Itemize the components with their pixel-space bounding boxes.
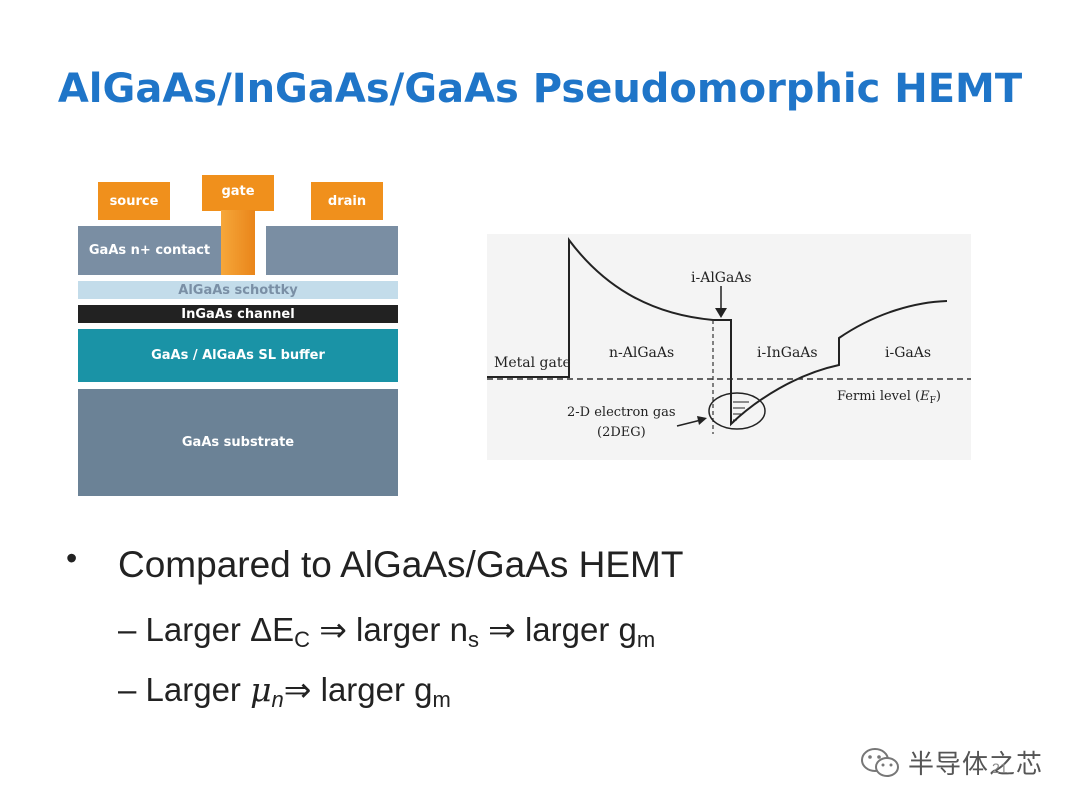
i-algaas-label: i-AlGaAs bbox=[691, 270, 752, 286]
dash: – bbox=[118, 611, 137, 648]
n-algaas-label: n-AlGaAs bbox=[609, 345, 674, 361]
gate-contact-top: gate bbox=[202, 175, 274, 211]
i-gaas-label: i-GaAs bbox=[885, 345, 931, 361]
2deg-arrow bbox=[676, 419, 702, 427]
metal-gate-label: Metal gate bbox=[494, 355, 571, 371]
sub1-larger-ns: larger n bbox=[356, 611, 468, 648]
implies-arrow-icon: ⇒ bbox=[283, 671, 312, 708]
i-algaas-arrowhead-icon bbox=[715, 308, 727, 318]
band-diagram-background bbox=[487, 234, 971, 460]
schottky-layer: AlGaAs schottky bbox=[78, 281, 398, 299]
2deg-arrowhead-icon bbox=[697, 416, 707, 425]
page-number: 21 bbox=[992, 760, 1008, 776]
layer-label: AlGaAs schottky bbox=[178, 282, 298, 298]
sub-bullet-1: – Larger ΔEC ⇒ larger ns ⇒ larger gm bbox=[118, 610, 655, 653]
sub1-larger: Larger bbox=[145, 611, 241, 648]
layer-label: GaAs n+ contact bbox=[88, 243, 211, 258]
sub2-larger: Larger bbox=[145, 671, 241, 708]
drain-label: drain bbox=[327, 193, 367, 209]
layer-label: InGaAs channel bbox=[181, 306, 295, 322]
gm-subscript: m bbox=[636, 627, 656, 652]
main-bullet-text: Compared to AlGaAs/GaAs HEMT bbox=[118, 544, 684, 585]
watermark: 半导体之芯 bbox=[860, 744, 1043, 781]
slide-title: AlGaAs/InGaAs/GaAs Pseudomorphic HEMT bbox=[57, 66, 1023, 112]
drain-contact: drain bbox=[311, 182, 383, 220]
conduction-band bbox=[487, 237, 948, 427]
channel-layer: InGaAs channel bbox=[78, 305, 398, 323]
mu-subscript: n bbox=[271, 687, 284, 712]
2deg-label: (2DEG) bbox=[597, 425, 646, 440]
mu-symbol: μ bbox=[250, 670, 272, 709]
bullet-dot: • bbox=[66, 540, 78, 576]
band-diagram: Metal gate n-AlGaAs i-AlGaAs i-InGaAs i-… bbox=[487, 234, 971, 460]
source-contact: source bbox=[98, 182, 170, 220]
watermark-text: 半导体之芯 bbox=[908, 750, 1044, 780]
2deg-ellipse bbox=[708, 392, 766, 430]
delta-ec-subscript: C bbox=[294, 627, 311, 652]
n-plus-contact-layer-right bbox=[266, 226, 398, 275]
gm-subscript: m bbox=[432, 687, 451, 712]
wechat-icon bbox=[861, 747, 899, 777]
implies-arrow-icon: ⇒ bbox=[319, 611, 347, 648]
sub-bullet-2: – Larger μn⇒ larger gm bbox=[118, 670, 451, 713]
i-ingaas-label: i-InGaAs bbox=[757, 345, 818, 361]
fermi-level-label: Fermi level (EF) bbox=[837, 389, 941, 406]
gate-label: gate bbox=[221, 184, 255, 199]
layer-label: GaAs substrate bbox=[181, 435, 295, 450]
2deg-hatching bbox=[733, 401, 749, 421]
buffer-layer: GaAs / AlGaAs SL buffer bbox=[78, 329, 398, 382]
implies-arrow-icon: ⇒ bbox=[488, 611, 516, 648]
ns-subscript: s bbox=[467, 627, 479, 652]
electron-gas-label: 2-D electron gas bbox=[567, 405, 676, 420]
substrate-layer: GaAs substrate bbox=[78, 389, 398, 496]
n-plus-contact-layer-left: GaAs n+ contact bbox=[78, 226, 221, 275]
sub1-larger-gm: larger g bbox=[524, 611, 637, 648]
delta-ec: ΔE bbox=[250, 611, 295, 648]
dash: – bbox=[118, 671, 137, 708]
layer-label: GaAs / AlGaAs SL buffer bbox=[151, 348, 325, 363]
source-label: source bbox=[109, 193, 159, 209]
sub2-larger-gm: larger g bbox=[320, 671, 433, 708]
gate-stem bbox=[221, 210, 255, 275]
